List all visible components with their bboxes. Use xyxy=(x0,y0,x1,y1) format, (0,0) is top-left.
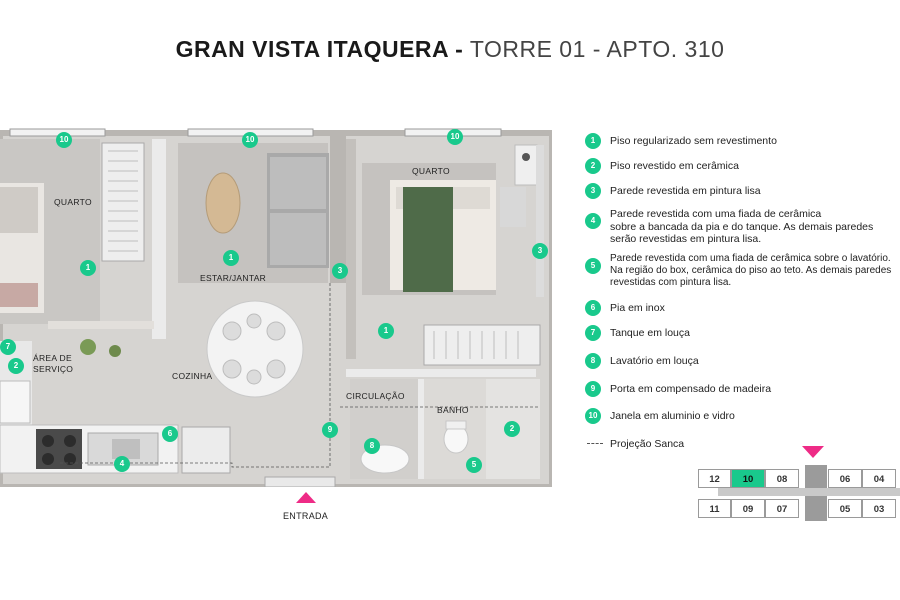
legend-number: 7 xyxy=(585,325,601,341)
room-label-quarto-left: QUARTO xyxy=(54,197,92,207)
legend-text: Lavatório em louça xyxy=(610,355,699,367)
key-unit: 08 xyxy=(765,469,799,488)
legend-number: 5 xyxy=(585,258,601,274)
legend-text: Parede revestida com uma fiada de cerâmi… xyxy=(610,208,874,245)
key-unit: 05 xyxy=(828,499,862,518)
key-unit: 03 xyxy=(862,499,896,518)
floor-plan-drawing xyxy=(0,128,555,490)
plan-badge: 2 xyxy=(8,358,24,374)
plan-badge: 10 xyxy=(447,129,463,145)
legend-text: Piso regularizado sem revestimento xyxy=(610,135,777,147)
legend-text: Pia em inox xyxy=(610,302,665,314)
room-label-quarto-right: QUARTO xyxy=(412,166,450,176)
key-unit: 07 xyxy=(765,499,799,518)
legend-text: Projeção Sanca xyxy=(610,438,685,450)
room-label-circulacao: CIRCULAÇÃO xyxy=(346,391,405,401)
legend-number: 9 xyxy=(585,381,601,397)
key-unit: 09 xyxy=(731,499,765,518)
key-unit: 12 xyxy=(698,469,731,488)
room-label-estar-jantar: ESTAR/JANTAR xyxy=(200,273,267,283)
page-title: GRAN VISTA ITAQUERA - TORRE 01 - APTO. 3… xyxy=(0,36,900,63)
entrance-arrow-icon xyxy=(296,492,316,503)
key-unit-current: 10 xyxy=(731,469,765,488)
room-label-area-servico-1: ÁREA DE xyxy=(33,353,72,363)
plan-badge: 7 xyxy=(0,339,16,355)
plan-badge: 10 xyxy=(56,132,72,148)
plan-badge: 3 xyxy=(332,263,348,279)
plan-badge: 10 xyxy=(242,132,258,148)
key-unit: 06 xyxy=(828,469,862,488)
plan-badge: 9 xyxy=(322,422,338,438)
key-plan: 12 10 08 06 04 11 09 07 05 03 xyxy=(698,446,900,522)
legend-number: 4 xyxy=(585,213,601,229)
room-label-banho: BANHO xyxy=(437,405,469,415)
title-bold: GRAN VISTA ITAQUERA - xyxy=(175,36,464,62)
legend-text: Parede revestida com uma fiada de cerâmi… xyxy=(610,253,892,288)
key-unit: 04 xyxy=(862,469,896,488)
plan-badge: 2 xyxy=(504,421,520,437)
legend-number: 10 xyxy=(585,408,601,424)
legend-number: 8 xyxy=(585,353,601,369)
legend-number: 3 xyxy=(585,183,601,199)
title-light: TORRE 01 - APTO. 310 xyxy=(469,36,725,62)
key-unit: 11 xyxy=(698,499,731,518)
legend-number: 2 xyxy=(585,158,601,174)
room-label-cozinha: COZINHA xyxy=(172,371,213,381)
plan-badge: 5 xyxy=(466,457,482,473)
plan-badge: 8 xyxy=(364,438,380,454)
plan-badge: 3 xyxy=(532,243,548,259)
legend-text: Porta em compensado de madeira xyxy=(610,383,772,395)
plan-badge: 4 xyxy=(114,456,130,472)
legend-number: 6 xyxy=(585,300,601,316)
legend-number: 1 xyxy=(585,133,601,149)
plan-badge: 1 xyxy=(80,260,96,276)
plan-badge: 1 xyxy=(223,250,239,266)
legend-text: Piso revestido em cerâmica xyxy=(610,160,739,172)
legend-text: Janela em aluminio e vidro xyxy=(610,410,735,422)
location-marker-icon xyxy=(802,446,824,458)
entrance-label: ENTRADA xyxy=(283,511,329,521)
dashed-line-icon xyxy=(587,443,603,444)
room-label-area-servico-2: SERVIÇO xyxy=(33,364,74,374)
floor-plan: QUARTO ESTAR/JANTAR QUARTO ÁREA DE SERVI… xyxy=(0,125,555,490)
key-plan-corridor xyxy=(718,488,900,496)
legend-text: Parede revestida em pintura lisa xyxy=(610,185,761,197)
plan-badge: 1 xyxy=(378,323,394,339)
legend-text: Tanque em louça xyxy=(610,327,690,339)
plan-badge: 6 xyxy=(162,426,178,442)
